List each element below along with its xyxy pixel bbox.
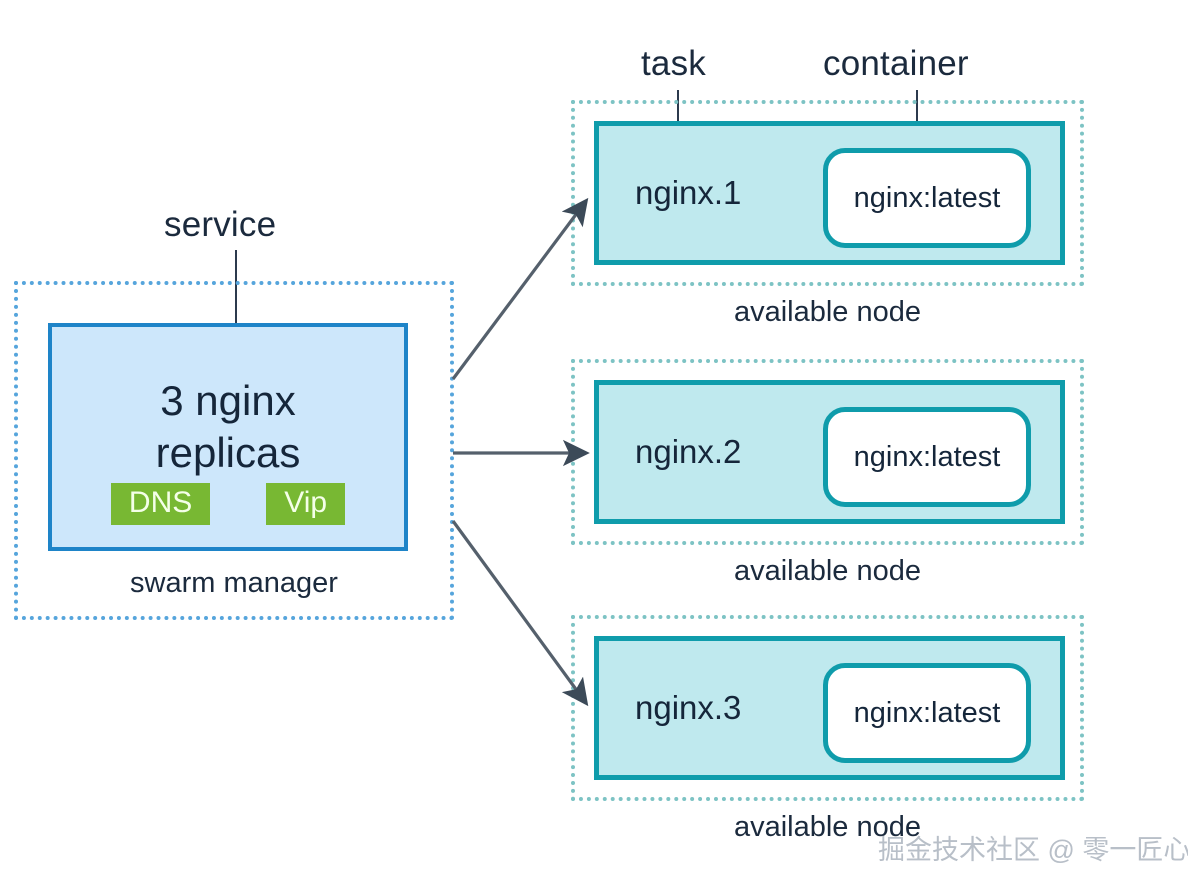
node-3-container-label: nginx:latest: [853, 696, 1001, 729]
vip-badge[interactable]: Vip: [266, 483, 346, 525]
node-1-container-label: nginx:latest: [853, 181, 1001, 214]
service-leader-line: [235, 250, 237, 376]
node-3-caption: available node: [733, 811, 922, 843]
node-2-task-label: nginx.2: [635, 433, 742, 470]
node-1-task-box[interactable]: nginx.1 nginx:latest: [594, 121, 1065, 265]
arrow-service-to-node-3: [451, 520, 589, 707]
task-annotation-label: task: [641, 44, 706, 83]
watermark-text: 掘金技术社区 @ 零一匠心: [878, 835, 1188, 865]
node-1-container-box[interactable]: nginx:latest: [823, 148, 1031, 248]
service-box[interactable]: 3 nginx replicas DNS Vip: [48, 323, 408, 551]
service-group-boundary: [14, 281, 454, 620]
node-3-boundary: [571, 615, 1084, 801]
node-2-caption: available node: [733, 555, 922, 587]
node-3-container-box[interactable]: nginx:latest: [823, 663, 1031, 763]
service-badge-row: DNS Vip: [52, 483, 404, 525]
node-1-caption: available node: [733, 296, 922, 328]
node-1-boundary: [571, 100, 1084, 286]
node-2-container-label: nginx:latest: [853, 440, 1001, 473]
node-3-task-label: nginx.3: [635, 689, 742, 726]
node-2-task-box[interactable]: nginx.2 nginx:latest: [594, 380, 1065, 524]
node-2-container-box[interactable]: nginx:latest: [823, 407, 1031, 507]
node-1-task-label: nginx.1: [635, 174, 742, 211]
container-annotation-label: container: [823, 44, 969, 83]
service-annotation-label: service: [164, 205, 277, 244]
arrow-service-to-node-1: [451, 197, 589, 380]
dns-badge[interactable]: DNS: [110, 483, 211, 525]
service-replicas-label: 3 nginx replicas: [155, 377, 301, 476]
swarm-manager-caption: swarm manager: [130, 567, 338, 599]
node-3-task-box[interactable]: nginx.3 nginx:latest: [594, 636, 1065, 780]
